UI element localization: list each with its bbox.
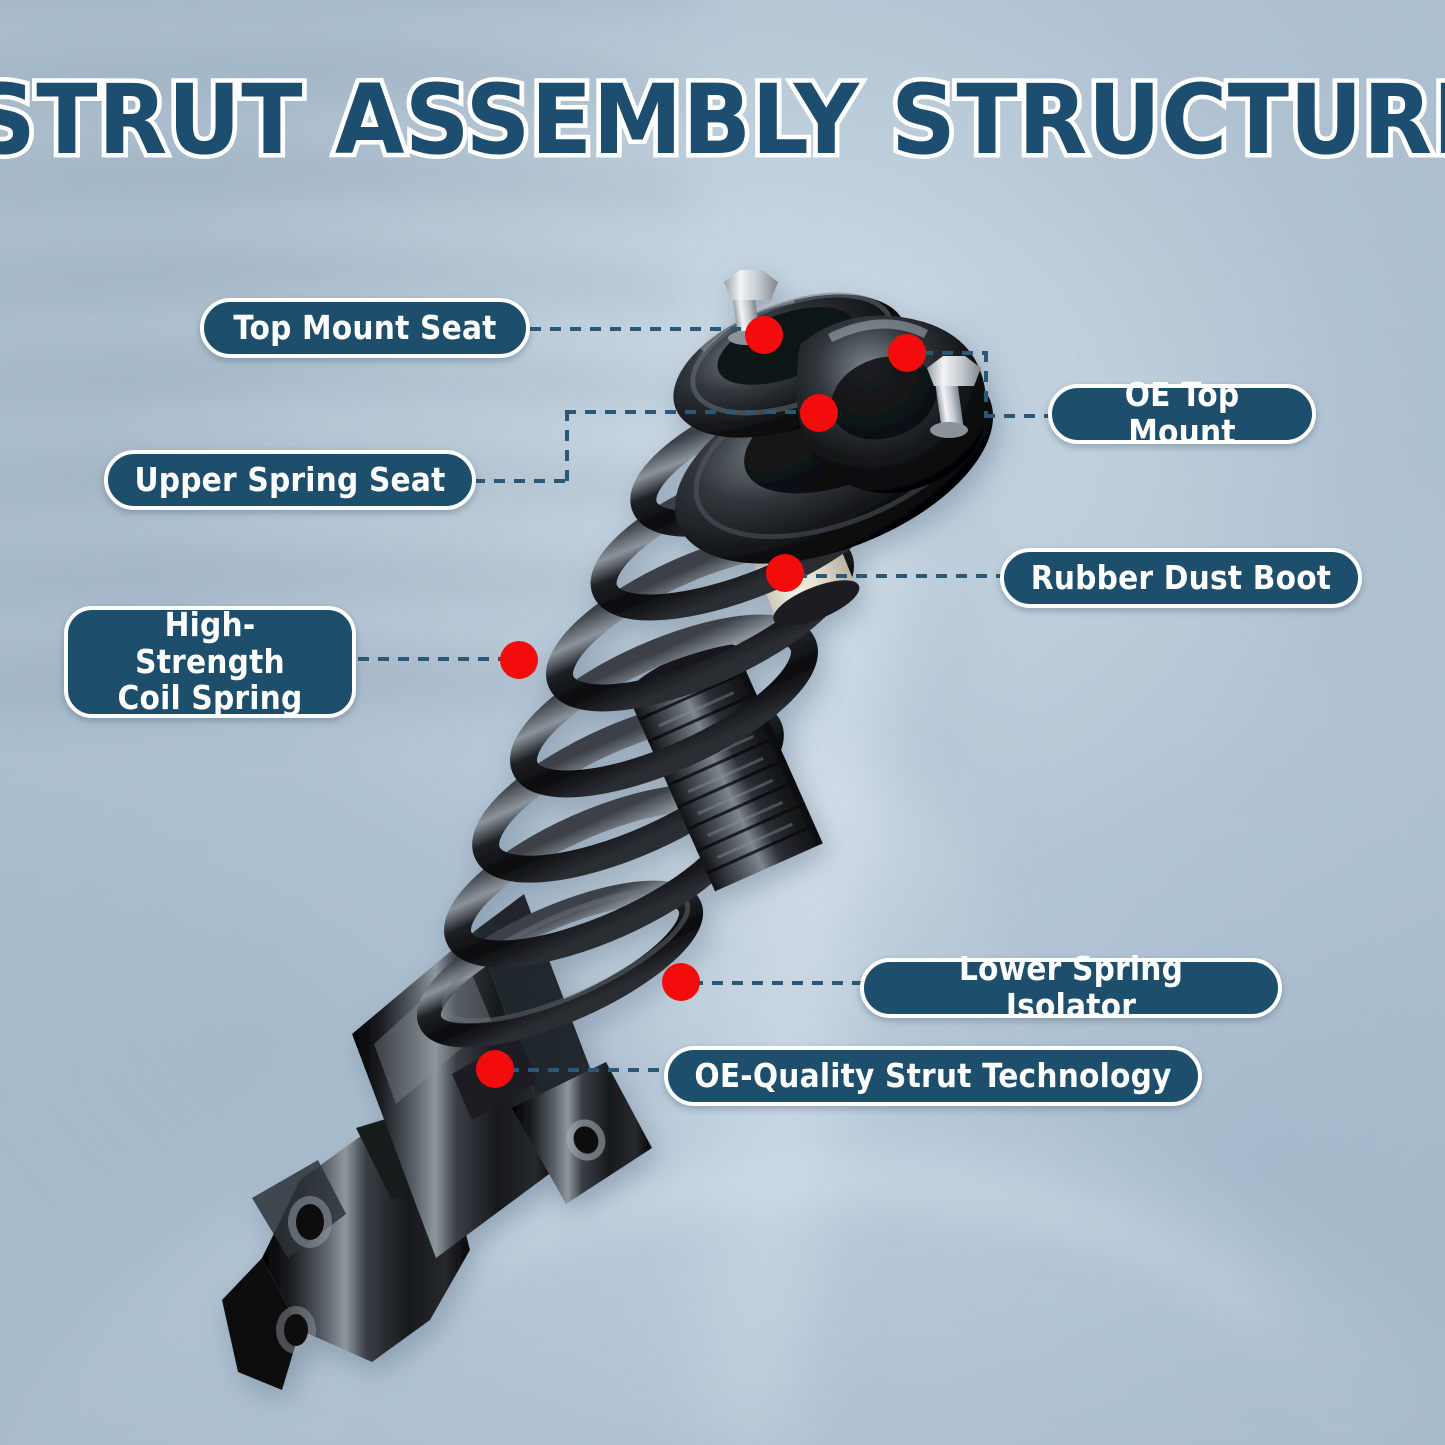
- connector-oe-top-mount-h2: [984, 414, 1050, 418]
- callout-upper-spring-seat[interactable]: Upper Spring Seat: [104, 450, 476, 510]
- connector-rubber-dust-boot: [796, 574, 1004, 578]
- marker-rubber-dust-boot[interactable]: [766, 554, 804, 592]
- marker-upper-spring-seat[interactable]: [800, 394, 838, 432]
- connector-oe-top-mount-v: [984, 351, 988, 417]
- marker-strut-technology[interactable]: [476, 1050, 514, 1088]
- marker-oe-top-mount[interactable]: [888, 334, 926, 372]
- connector-strut-technology: [508, 1068, 670, 1072]
- connector-oe-top-mount-h1: [922, 351, 988, 355]
- callout-rubber-dust-boot[interactable]: Rubber Dust Boot: [1000, 548, 1362, 608]
- page-title: STRUT ASSEMBLY STRUCTURE: [0, 64, 1445, 176]
- connector-upper-spring-seat-h1: [474, 479, 569, 483]
- callout-strut-technology[interactable]: OE-Quality Strut Technology: [664, 1046, 1202, 1106]
- connector-coil-spring: [358, 657, 510, 661]
- connector-top-mount-seat: [530, 327, 756, 331]
- marker-coil-spring[interactable]: [500, 641, 538, 679]
- marker-top-mount-seat[interactable]: [745, 316, 783, 354]
- connector-lower-spring-isolator: [692, 981, 868, 985]
- callout-oe-top-mount[interactable]: OE Top Mount: [1048, 376, 1316, 450]
- marker-lower-spring-isolator[interactable]: [662, 963, 700, 1001]
- connector-upper-spring-seat-h2: [565, 410, 805, 414]
- callout-lower-spring-isolator[interactable]: Lower Spring Isolator: [860, 950, 1282, 1024]
- callout-top-mount-seat[interactable]: Top Mount Seat: [200, 298, 530, 358]
- callout-coil-spring[interactable]: High-Strength Coil Spring: [64, 606, 356, 718]
- connector-upper-spring-seat-v: [565, 410, 569, 481]
